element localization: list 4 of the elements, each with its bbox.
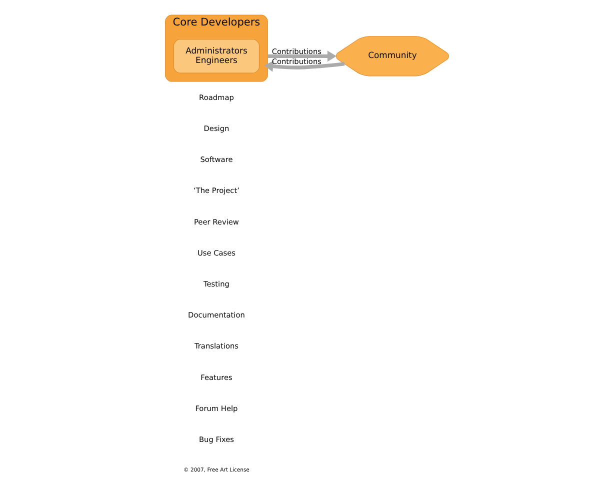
node-box: Administrators Engineers <box>174 39 260 74</box>
arrow <box>264 60 345 72</box>
arrow <box>268 50 336 62</box>
node-ellipse: Community <box>336 36 449 76</box>
